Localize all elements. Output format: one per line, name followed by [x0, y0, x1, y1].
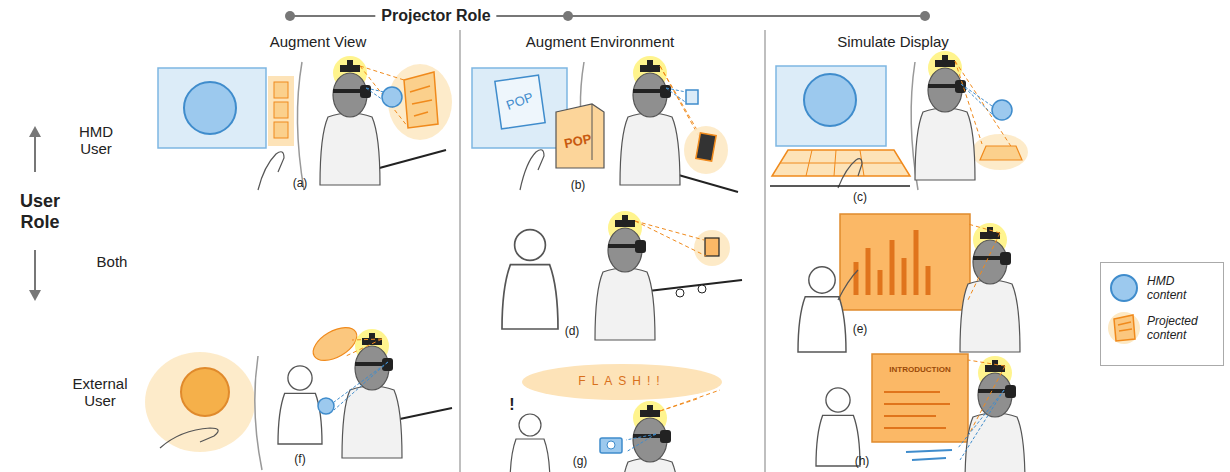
axis-dot [920, 11, 930, 21]
axis-dot [563, 11, 573, 21]
sketch-e [798, 214, 1020, 352]
sketch-text: POP [563, 132, 593, 152]
axis-title: Projector Role [375, 7, 496, 25]
row-header: HMD User [66, 123, 126, 158]
column-header: Augment View [270, 33, 366, 50]
panel-letter: (a) [293, 177, 308, 191]
sketch-text: POP [505, 90, 536, 113]
column-separator [764, 30, 766, 472]
panel-letter: (d) [565, 325, 580, 339]
legend-label: HMD content [1147, 274, 1217, 303]
panel-letter: (c) [853, 191, 867, 205]
column-separator [459, 30, 461, 472]
sketch-c [770, 51, 1028, 190]
sketch-g [510, 364, 722, 472]
axis-dot [285, 11, 295, 21]
panel-letter: (e) [853, 323, 868, 337]
legend-entry: HMD content [1107, 271, 1217, 305]
panel-letter: (f) [294, 453, 305, 467]
sketch-text: ! [509, 396, 514, 414]
column-header: Augment Environment [526, 33, 674, 50]
sketch-h [816, 354, 1025, 472]
sketch-a [158, 56, 452, 190]
legend-entry: Projected content [1107, 311, 1217, 345]
panel-letter: (h) [855, 455, 870, 469]
sketch-d [502, 211, 742, 340]
panel-letter: (g) [573, 455, 588, 469]
legend-label: Projected content [1147, 314, 1217, 343]
sketch-b [472, 56, 738, 192]
axis-title: User Role [15, 191, 65, 232]
panel-letter: (b) [571, 179, 586, 193]
row-header: Both [97, 253, 128, 270]
column-header: Simulate Display [837, 33, 949, 50]
legend-swatch [1107, 271, 1141, 305]
sketch-f [145, 321, 452, 470]
legend-swatch [1107, 311, 1141, 345]
sketch-text: INTRODUCTION [889, 365, 950, 374]
legend-box: HMD contentProjected content [1100, 262, 1224, 366]
sketch-text: FLASH!! [578, 375, 665, 389]
row-header: External User [65, 375, 135, 410]
